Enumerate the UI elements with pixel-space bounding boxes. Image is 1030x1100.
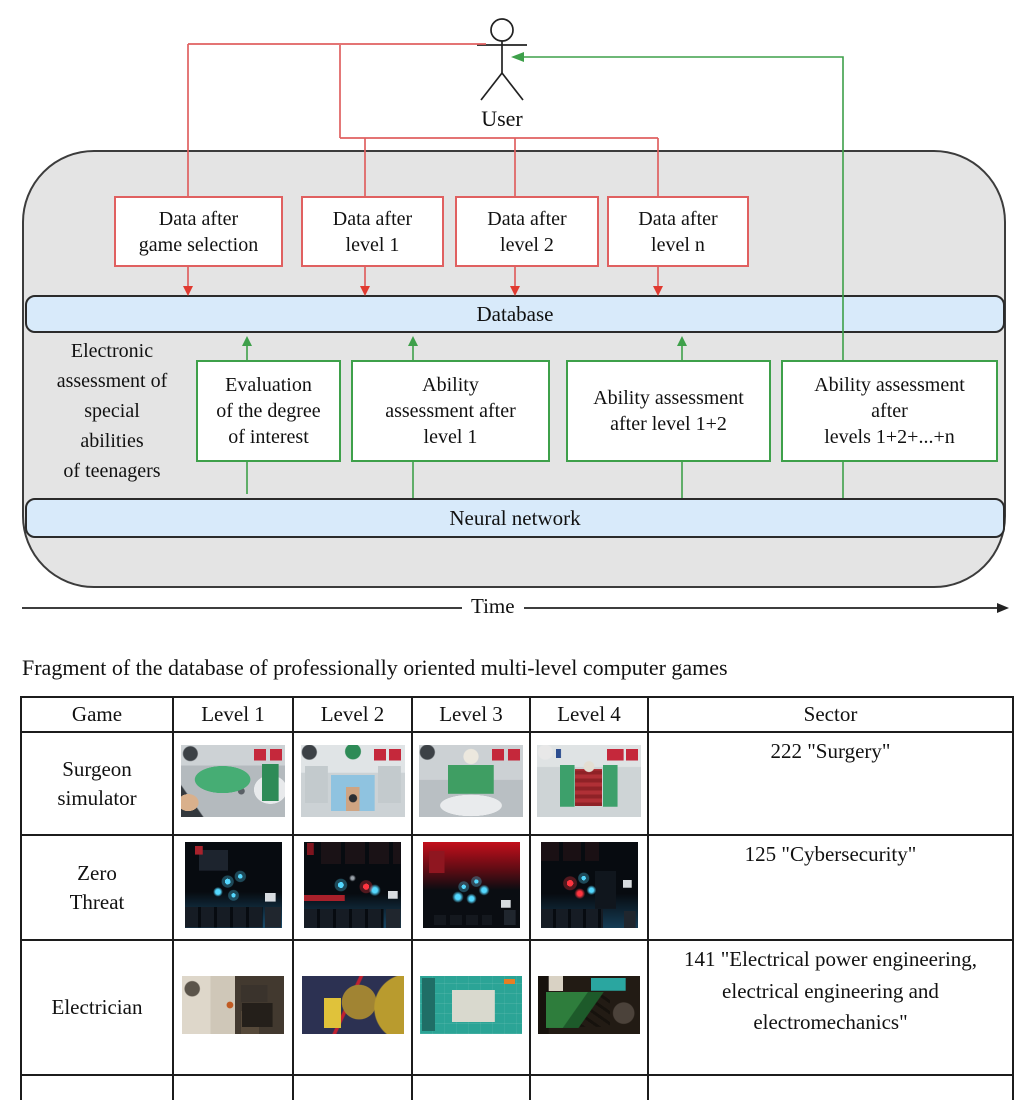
green-flow-lines xyxy=(246,56,844,498)
column-header-sector: Sector xyxy=(647,696,1014,733)
red-arrowheads xyxy=(183,286,663,296)
time-label: Time xyxy=(462,594,524,619)
sector-cell: 125 "Cybersecurity" xyxy=(647,834,1014,941)
games-table: Game Level 1 Level 2 Level 3 Level 4 Sec… xyxy=(20,696,1014,1100)
data-box-level-n: Data after level n xyxy=(607,196,749,267)
game-name-cell: Surgeon simulator xyxy=(20,731,174,836)
table-row-electrician: Electrician 141 "Electrical power engine… xyxy=(20,939,1014,1076)
table-header-row: Game Level 1 Level 2 Level 3 Level 4 Sec… xyxy=(20,696,1014,733)
electrician-level-3-thumbnail xyxy=(420,976,522,1034)
assessment-box-levels-n: Ability assessment after levels 1+2+...+… xyxy=(781,360,998,462)
zero-threat-level-3-thumbnail xyxy=(422,842,520,928)
data-box-game-selection: Data after game selection xyxy=(114,196,283,267)
user-label: User xyxy=(481,106,523,131)
surgeon-level-3-thumbnail xyxy=(419,745,523,817)
table-title: Fragment of the database of professional… xyxy=(22,655,728,680)
neural-network-bar: Neural network xyxy=(25,498,1005,538)
red-flow-lines xyxy=(187,43,659,288)
surgeon-level-4-thumbnail xyxy=(537,745,641,817)
assessment-box-level-1-2: Ability assessment after level 1+2 xyxy=(566,360,771,462)
assessment-box-interest: Evaluation of the degree of interest xyxy=(196,360,341,462)
system-side-label: Electronic assessment of special abiliti… xyxy=(56,340,168,482)
column-header-level-3: Level 3 xyxy=(411,696,531,733)
sector-cell: 141 "Electrical power engineering, elect… xyxy=(647,939,1014,1076)
assessment-box-level-1: Ability assessment after level 1 xyxy=(351,360,550,462)
column-header-level-1: Level 1 xyxy=(172,696,294,733)
electrician-level-4-thumbnail xyxy=(538,976,640,1034)
assessment-diagram: User Data after game selection Data afte… xyxy=(22,18,1009,619)
database-bar: Database xyxy=(25,295,1005,333)
table-row-zero-threat: Zero Threat 125 "Cybersecurity" xyxy=(20,834,1014,941)
green-arrowheads xyxy=(242,52,687,346)
table-row-cutoff xyxy=(20,1074,1014,1100)
data-box-level-1: Data after level 1 xyxy=(301,196,444,267)
zero-threat-level-2-thumbnail xyxy=(304,842,401,928)
column-header-level-2: Level 2 xyxy=(292,696,413,733)
surgeon-level-2-thumbnail xyxy=(300,745,405,817)
data-box-level-2: Data after level 2 xyxy=(455,196,599,267)
column-header-level-4: Level 4 xyxy=(529,696,649,733)
game-name-cell: Zero Threat xyxy=(20,834,174,941)
user-figure xyxy=(477,18,527,101)
table-row-surgeon-simulator: Surgeon simulator 222 "Surgery" xyxy=(20,731,1014,836)
column-header-game: Game xyxy=(20,696,174,733)
game-name-cell: Electrician xyxy=(20,939,174,1076)
surgeon-level-1-thumbnail xyxy=(181,745,285,817)
flow-lines-svg xyxy=(22,18,1009,613)
electrician-level-1-thumbnail xyxy=(182,976,284,1034)
zero-threat-level-1-thumbnail xyxy=(184,842,282,928)
sector-cell: 222 "Surgery" xyxy=(647,731,1014,836)
zero-threat-level-4-thumbnail xyxy=(540,842,638,928)
electrician-level-2-thumbnail xyxy=(301,976,404,1034)
